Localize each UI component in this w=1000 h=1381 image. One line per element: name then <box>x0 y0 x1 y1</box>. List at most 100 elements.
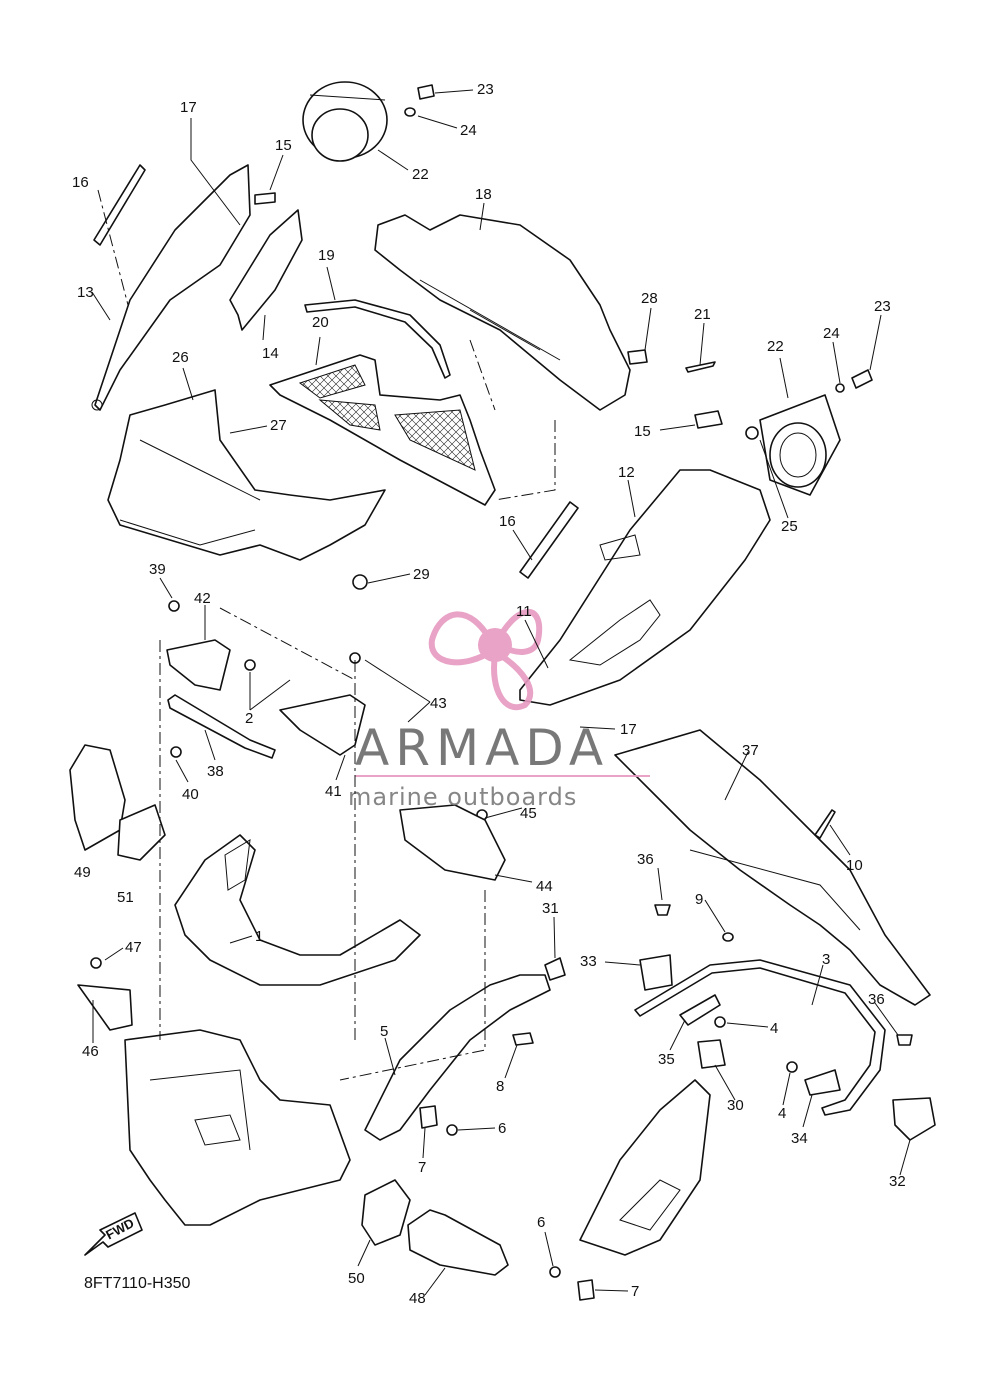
callout-22-right: 22 <box>767 338 784 355</box>
part-16-strip-right <box>519 501 579 579</box>
callout-12: 12 <box>618 464 635 481</box>
callout-51: 51 <box>117 889 134 906</box>
leader-lines <box>91 89 911 1296</box>
callout-40: 40 <box>182 786 199 803</box>
callout-16: 16 <box>72 174 89 191</box>
part-31-grommet <box>544 957 566 981</box>
callout-50: 50 <box>348 1270 365 1287</box>
callout-23: 23 <box>477 81 494 98</box>
callout-14: 14 <box>262 345 279 362</box>
callout-41: 41 <box>325 783 342 800</box>
part-4-bolt-a <box>714 1016 726 1028</box>
callout-9: 9 <box>695 891 703 908</box>
part-47-bolt <box>90 957 102 969</box>
callout-6: 6 <box>498 1120 506 1137</box>
part-1-lower-cowl <box>174 834 421 986</box>
callout-36: 36 <box>637 851 654 868</box>
callout-22: 22 <box>412 166 429 183</box>
part-50-holder <box>361 1179 411 1246</box>
part-drawings <box>69 81 936 1301</box>
part-46-stay <box>77 984 133 1031</box>
callout-18: 18 <box>475 186 492 203</box>
callout-49: 49 <box>74 864 91 881</box>
part-24-washer-right <box>835 383 845 393</box>
callout-39: 39 <box>149 561 166 578</box>
callout-31: 31 <box>542 900 559 917</box>
callout-38: 38 <box>207 763 224 780</box>
part-7-nut-b <box>577 1279 595 1301</box>
callout-labels: 17 15 16 13 14 23 24 22 18 19 20 26 27 2… <box>72 81 906 1307</box>
callout-2: 2 <box>245 710 253 727</box>
watermark-brand: ARMADA <box>355 719 609 777</box>
part-36-clip-b <box>896 1034 913 1046</box>
part-34-bracket <box>804 1069 841 1096</box>
callout-35: 35 <box>658 1051 675 1068</box>
part-26-inner-panel <box>107 389 386 561</box>
part-22-ring-right <box>759 394 841 496</box>
callout-25: 25 <box>781 518 798 535</box>
callout-44: 44 <box>536 878 553 895</box>
callout-48: 48 <box>409 1290 426 1307</box>
callout-4: 4 <box>770 1020 778 1037</box>
callout-26: 26 <box>172 349 189 366</box>
part-30-grommet <box>697 1039 726 1069</box>
part-24-washer <box>404 107 416 117</box>
callout-28: 28 <box>641 290 658 307</box>
fwd-arrow-icon <box>84 1212 143 1256</box>
callout-20: 20 <box>312 314 329 331</box>
part-2-bolt <box>244 659 256 671</box>
part-29-nut <box>352 574 368 590</box>
callout-7: 7 <box>418 1159 426 1176</box>
part-37-under-cowl <box>614 729 931 1006</box>
callout-19: 19 <box>318 247 335 264</box>
part-23-bolt <box>417 84 435 100</box>
part-5-side-cowl <box>364 974 551 1141</box>
part-33-bracket <box>639 954 673 991</box>
callout-47: 47 <box>125 939 142 956</box>
part-32-bracket <box>892 1097 936 1141</box>
callout-8: 8 <box>496 1078 504 1095</box>
part-15-pad-right <box>694 410 723 429</box>
frame-outline <box>124 1029 351 1226</box>
callout-27: 27 <box>270 417 287 434</box>
callout-33: 33 <box>580 953 597 970</box>
callout-45: 45 <box>520 805 537 822</box>
part-6-bolt-b <box>549 1266 561 1278</box>
callout-34: 34 <box>791 1130 808 1147</box>
part-6-bolt-a <box>446 1124 458 1136</box>
part-23-bolt-right <box>851 369 873 389</box>
watermark-tagline: marine outboards <box>348 783 577 811</box>
part-16-strip <box>93 164 146 246</box>
part-14-bracket <box>229 209 303 331</box>
callout-13: 13 <box>77 284 94 301</box>
callout-23-right: 23 <box>874 298 891 315</box>
part-42-bracket <box>166 639 231 691</box>
callout-24: 24 <box>460 122 477 139</box>
callout-32: 32 <box>889 1173 906 1190</box>
part-12-cover <box>519 469 771 706</box>
part-7-nut-a <box>419 1105 438 1129</box>
part-35-bracket <box>679 994 721 1026</box>
part-15-pad <box>254 192 276 205</box>
part-right-panel <box>579 1079 711 1256</box>
part-51-holder <box>117 804 166 861</box>
callout-42: 42 <box>194 590 211 607</box>
part-18-upper-cowl <box>374 214 631 411</box>
callout-43: 43 <box>430 695 447 712</box>
callout-46: 46 <box>82 1043 99 1060</box>
callout-11: 11 <box>516 603 532 620</box>
part-9-washer <box>722 932 734 942</box>
callout-15: 15 <box>275 137 292 154</box>
callout-36-right: 36 <box>868 991 885 1008</box>
part-28-bolt <box>627 349 648 365</box>
callout-29: 29 <box>413 566 430 583</box>
part-21-rivet <box>685 361 716 373</box>
callout-21: 21 <box>694 306 711 323</box>
callout-17-lower: 17 <box>620 721 637 738</box>
callout-15-right: 15 <box>634 423 651 440</box>
callout-17: 17 <box>180 99 197 116</box>
part-13-side-cowl <box>94 164 251 411</box>
part-25-nut <box>745 426 759 440</box>
callout-5: 5 <box>380 1023 388 1040</box>
